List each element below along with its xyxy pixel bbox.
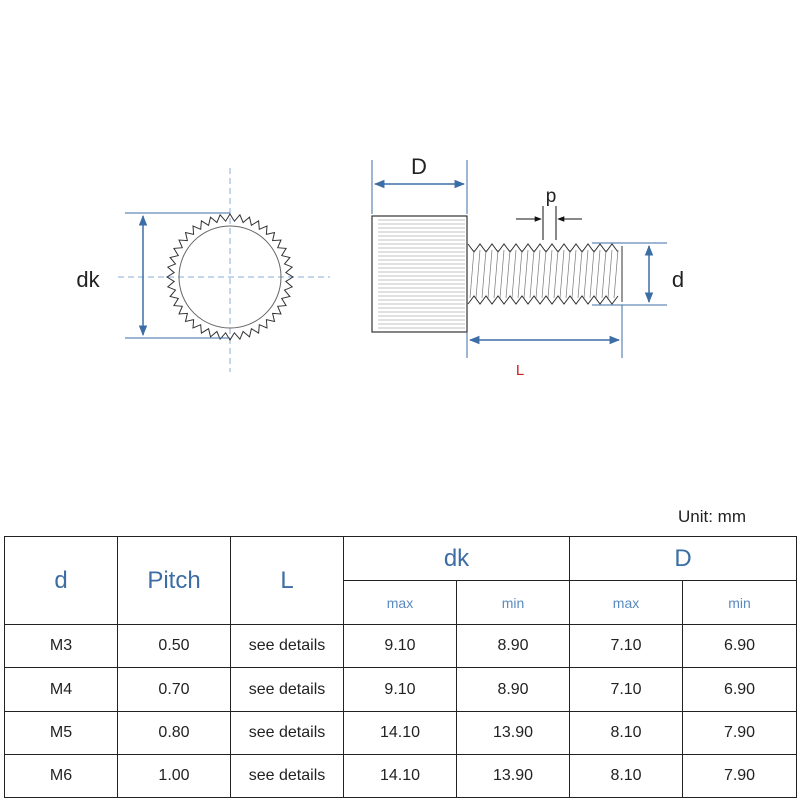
cell-dk-max: 9.10 (343, 667, 457, 712)
thread-line (613, 249, 619, 299)
cell-D-max: 7.10 (569, 624, 684, 669)
cell-pitch: 0.70 (117, 667, 231, 712)
thread-line (559, 249, 565, 299)
header-d: d (4, 535, 118, 626)
head-knurl-lines (378, 219, 465, 329)
thread-line (505, 249, 511, 299)
header-L: L (230, 535, 344, 626)
cell-L: see details (230, 624, 344, 669)
thread-line (541, 249, 547, 299)
cell-d: M3 (4, 624, 118, 669)
table-row: M3 0.50 see details 9.10 8.90 7.10 6.90 (4, 624, 798, 669)
thread-line (583, 249, 589, 299)
knurled-outline (166, 213, 294, 341)
thread-line (493, 249, 499, 299)
thread-line (523, 249, 529, 299)
cell-dk-max: 9.10 (343, 624, 457, 669)
thread-line (571, 249, 577, 299)
L-label: L (516, 362, 524, 379)
screw-drawing: dk D p d L (76, 154, 684, 379)
thread-line (469, 249, 475, 299)
inner-circle (178, 225, 282, 329)
subheader-dk-max: max (343, 580, 457, 626)
spec-table: d Pitch L dk D max min max min M3 0.50 s… (4, 535, 798, 799)
table-row: M6 1.00 see details 14.10 13.90 8.10 7.9… (4, 753, 798, 799)
unit-label: Unit: mm (678, 507, 746, 526)
thread-line (487, 249, 493, 299)
thread-profile (467, 295, 619, 305)
cell-d: M6 (4, 753, 118, 799)
thread-line (595, 249, 601, 299)
thread-line (475, 249, 481, 299)
p-label: p (546, 186, 557, 207)
cell-D-max: 8.10 (569, 710, 684, 755)
subheader-D-min: min (682, 580, 798, 626)
thread-line (577, 249, 583, 299)
thread-line (547, 249, 553, 299)
d-label: d (672, 267, 684, 292)
table-row: M5 0.80 see details 14.10 13.90 8.10 7.9… (4, 710, 798, 755)
cell-L: see details (230, 710, 344, 755)
screw-head (371, 215, 468, 333)
thread-line (589, 249, 595, 299)
cell-pitch: 1.00 (117, 753, 231, 799)
cell-dk-max: 14.10 (343, 753, 457, 799)
cell-dk-min: 8.90 (455, 624, 571, 669)
thread-line (601, 249, 607, 299)
subheader-D-max: max (569, 580, 684, 626)
cell-D-min: 6.90 (682, 624, 798, 669)
head-top-view: dk (76, 168, 330, 372)
thread-line (511, 249, 517, 299)
cell-D-min: 6.90 (682, 667, 798, 712)
thread-line (553, 249, 559, 299)
cell-L: see details (230, 667, 344, 712)
cell-dk-max: 14.10 (343, 710, 457, 755)
subheader-dk-min: min (455, 580, 571, 626)
thread-line (529, 249, 535, 299)
cell-dk-min: 13.90 (455, 710, 571, 755)
cell-pitch: 0.80 (117, 710, 231, 755)
cell-L: see details (230, 753, 344, 799)
thread-line (517, 249, 523, 299)
thread-line (499, 249, 505, 299)
cell-D-min: 7.90 (682, 710, 798, 755)
thread-lines (467, 243, 623, 305)
header-pitch: Pitch (117, 535, 231, 626)
cell-dk-min: 13.90 (455, 753, 571, 799)
header-D: D (569, 535, 798, 582)
cell-pitch: 0.50 (117, 624, 231, 669)
cell-D-min: 7.90 (682, 753, 798, 799)
thread-profile (467, 243, 619, 253)
cell-D-max: 8.10 (569, 753, 684, 799)
cell-D-max: 7.10 (569, 667, 684, 712)
screw-side-view: D p d L (371, 154, 684, 379)
thread-line (481, 249, 487, 299)
dk-label: dk (76, 267, 100, 292)
cell-d: M4 (4, 667, 118, 712)
table-row: M4 0.70 see details 9.10 8.90 7.10 6.90 (4, 667, 798, 712)
thread-line (607, 249, 613, 299)
cell-dk-min: 8.90 (455, 667, 571, 712)
cell-d: M5 (4, 710, 118, 755)
thread-line (535, 249, 541, 299)
header-dk: dk (342, 535, 571, 582)
thread-line (565, 249, 571, 299)
D-label: D (411, 154, 427, 179)
